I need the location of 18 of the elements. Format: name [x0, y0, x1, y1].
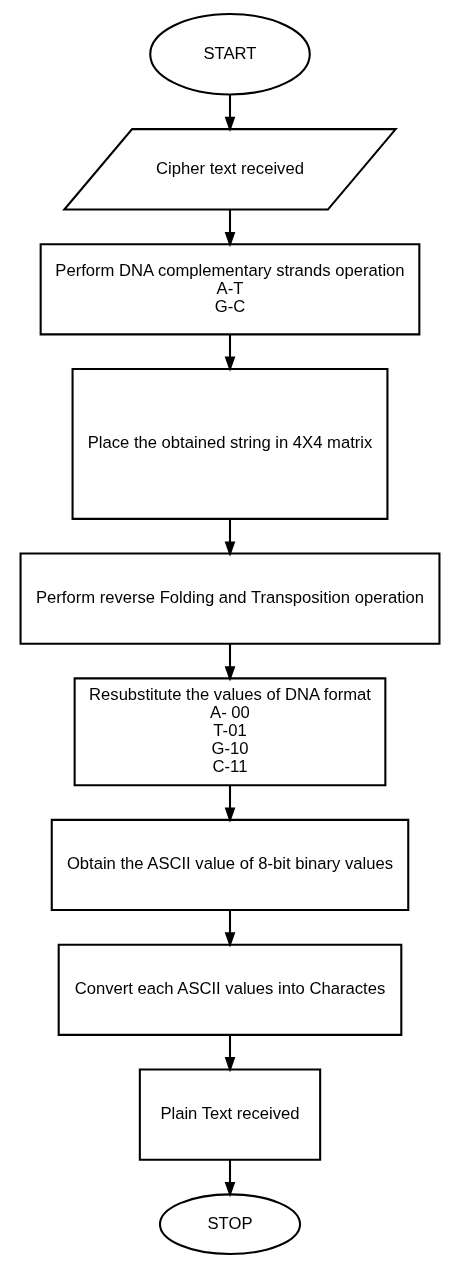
arrow — [224, 209, 236, 248]
arrow — [224, 785, 236, 823]
arrow — [224, 94, 236, 132]
node-box: Obtain the ASCII value of 8-bit binary values — [50, 818, 410, 912]
arrow — [224, 643, 236, 682]
node-box: Resubstitute the values of DNA format A- 00 T-01 G-10 C-11 — [73, 677, 387, 787]
node-box: Perform DNA complementary strands operation A-T G-C — [39, 243, 421, 336]
arrow — [224, 334, 236, 372]
node-ellipse: STOP — [158, 1193, 302, 1256]
node-ellipse: START — [149, 12, 311, 96]
arrow — [224, 519, 236, 557]
arrow — [224, 910, 236, 948]
node-box: Plain Text received — [138, 1068, 322, 1161]
node-box: Place the obtained string in 4X4 matrix — [71, 368, 389, 520]
arrow — [224, 1035, 236, 1073]
node-box: Perform reverse Folding and Transposition operation — [19, 552, 441, 645]
node-box: Convert each ASCII values into Charactes — [57, 943, 403, 1036]
arrow — [224, 1160, 236, 1198]
